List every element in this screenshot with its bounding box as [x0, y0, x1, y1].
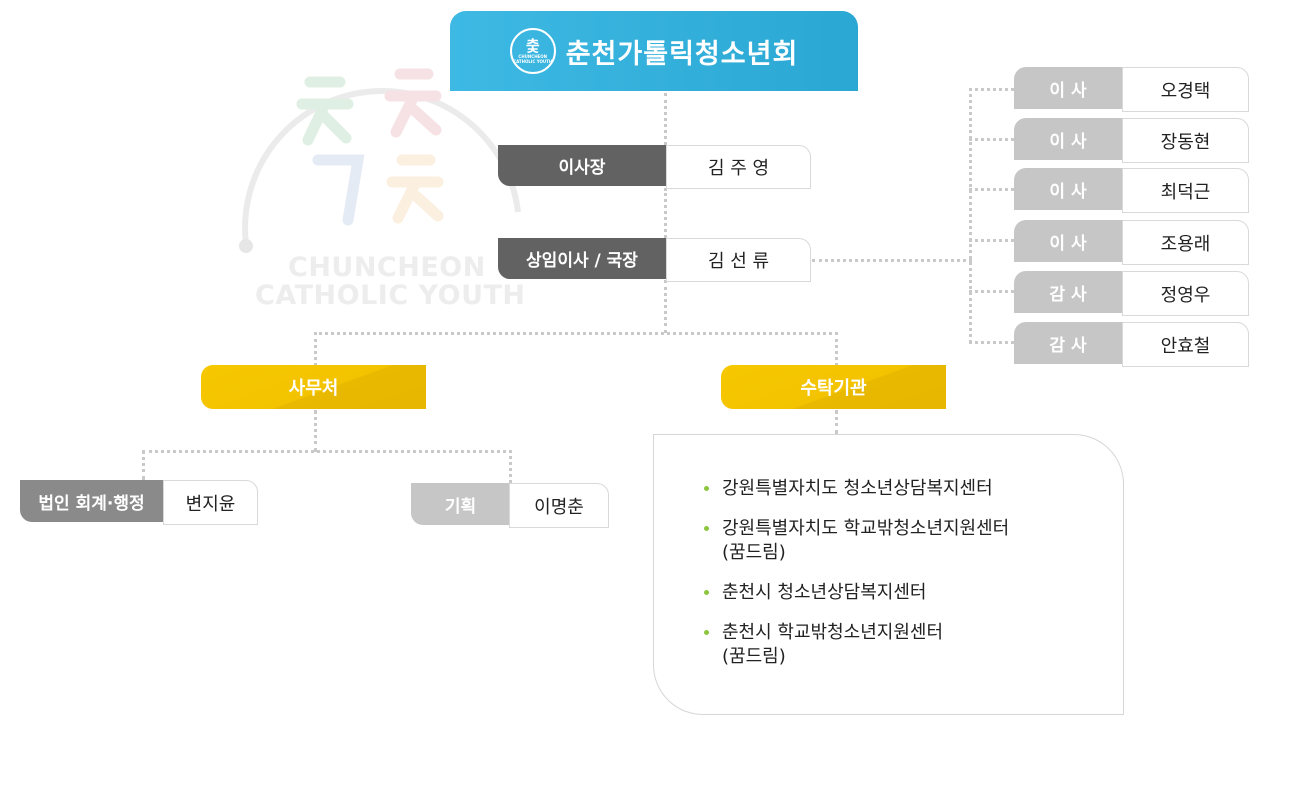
connector-line	[664, 93, 667, 145]
board-name: 오경택	[1122, 67, 1249, 112]
agency-box: 수탁기관	[721, 365, 946, 409]
logo-small-line2: CATHOLIC YOUTH	[513, 58, 553, 64]
connector-line	[142, 450, 512, 453]
connector-line	[664, 280, 667, 333]
connector-line	[969, 88, 972, 343]
auditor-role: 감 사	[1014, 271, 1122, 313]
board-role: 이 사	[1014, 168, 1122, 210]
connector-line	[314, 332, 838, 335]
board-name: 최덕근	[1122, 168, 1249, 213]
logo-icon: 춫 CHUNCHEON CATHOLIC YOUTH	[509, 28, 556, 74]
logo-mark: 춫	[525, 36, 540, 55]
office-box: 사무처	[201, 365, 426, 409]
agency-item: 춘천시 청소년상담복지센터	[704, 581, 1123, 605]
agency-item-line2: (꿈드림)	[722, 542, 786, 563]
agency-item-line1: 강원특별자치도 청소년상담복지센터	[722, 478, 993, 499]
chairman-role: 이사장	[498, 145, 666, 186]
auditor-name: 정영우	[1122, 271, 1249, 316]
connector-line	[969, 290, 1014, 293]
watermark-text-line1: CHUNCHEON	[288, 252, 486, 283]
agency-item: 강원특별자치도 학교밖청소년지원센터 (꿈드림)	[704, 517, 1123, 565]
board-role: 이 사	[1014, 118, 1122, 160]
board-name: 조용래	[1122, 220, 1249, 265]
connector-line	[969, 341, 1014, 344]
board-role: 이 사	[1014, 220, 1122, 262]
watermark-logo: CHUNCHEON CATHOLIC YOUTH	[222, 22, 542, 312]
board-role: 이 사	[1014, 67, 1122, 109]
agency-list-panel: 강원특별자치도 청소년상담복지센터 강원특별자치도 학교밖청소년지원센터 (꿈드…	[653, 434, 1124, 715]
auditor-role: 감 사	[1014, 322, 1122, 364]
connector-line	[509, 450, 512, 483]
office-staff-name: 이명춘	[509, 483, 609, 528]
logo-small-line1: CHUNCHEON	[518, 53, 548, 59]
connector-line	[969, 239, 1014, 242]
watermark-text-line2: CATHOLIC YOUTH	[255, 280, 526, 311]
connector-line	[314, 410, 317, 452]
connector-line	[835, 410, 838, 434]
connector-line	[314, 332, 317, 366]
connector-line	[969, 88, 1014, 91]
board-name: 장동현	[1122, 118, 1249, 163]
director-name: 김 선 류	[666, 238, 811, 282]
office-staff-role: 기획	[411, 483, 510, 525]
watermark-circle-icon	[239, 68, 521, 253]
director-role: 상임이사 / 국장	[498, 238, 666, 279]
agency-item: 춘천시 학교밖청소년지원센터 (꿈드림)	[704, 621, 1123, 669]
agency-item-line2: (꿈드림)	[722, 646, 786, 667]
office-staff-name: 변지윤	[163, 480, 258, 525]
connector-line	[969, 138, 1014, 141]
connector-line	[142, 450, 145, 480]
connector-line	[835, 332, 838, 366]
connector-line	[664, 188, 667, 238]
auditor-name: 안효철	[1122, 322, 1249, 367]
agency-item: 강원특별자치도 청소년상담복지센터	[704, 477, 1123, 501]
agency-item-line1: 강원특별자치도 학교밖청소년지원센터	[722, 518, 1010, 539]
org-title: 춘천가톨릭청소년회	[565, 38, 799, 70]
connector-line	[812, 259, 972, 262]
org-header: 춫 CHUNCHEON CATHOLIC YOUTH 춘천가톨릭청소년회	[450, 11, 858, 91]
connector-line	[969, 188, 1014, 191]
agency-item-line1: 춘천시 학교밖청소년지원센터	[722, 622, 944, 643]
office-staff-role: 법인 회계·행정	[20, 480, 163, 522]
chairman-name: 김 주 영	[666, 145, 811, 189]
agency-item-line1: 춘천시 청소년상담복지센터	[722, 582, 927, 603]
